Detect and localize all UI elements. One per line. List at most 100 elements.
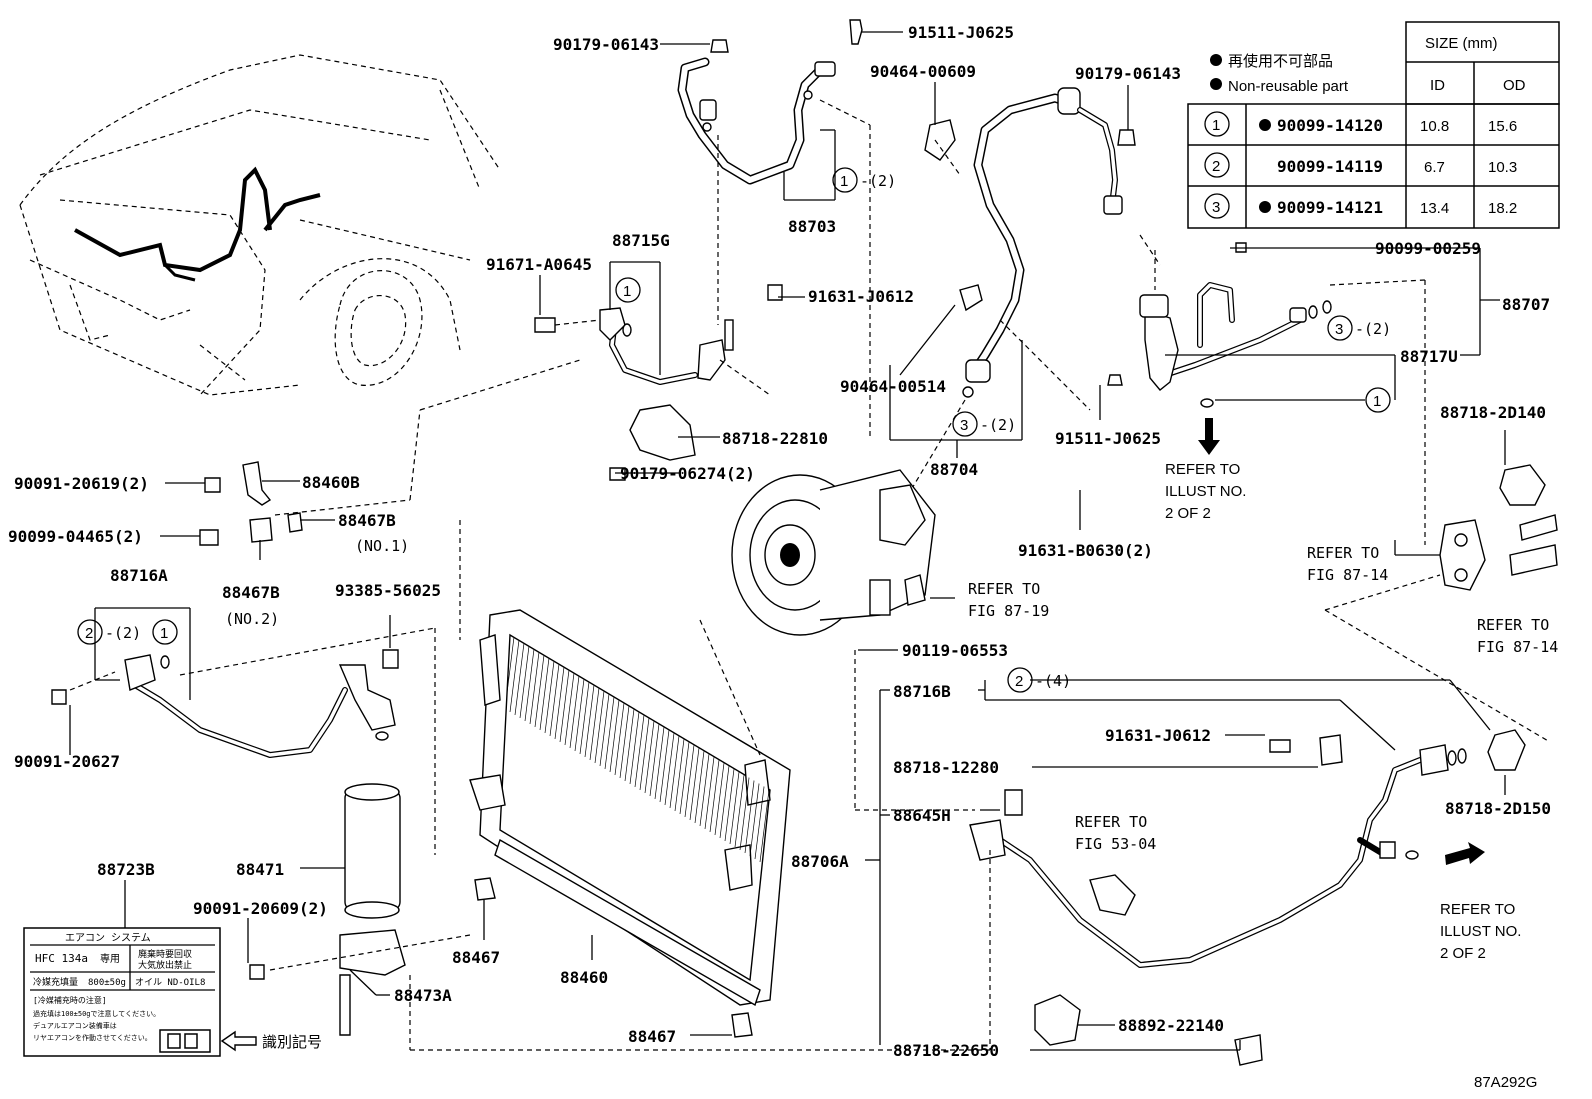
ref-illust-b-1: REFER TO bbox=[1440, 901, 1515, 918]
nonreusable-dot-icon bbox=[1210, 54, 1222, 66]
label-88467b-1-note: (NO.1) bbox=[355, 537, 409, 555]
label-88467b-2: 88467B bbox=[222, 583, 280, 602]
ref-fig-87-14-b-1: REFER TO bbox=[1477, 616, 1549, 634]
condenser-fin-line bbox=[684, 736, 696, 818]
condenser-fin-line bbox=[714, 754, 726, 836]
label-91631-j0612-a: 91631-J0612 bbox=[808, 287, 914, 306]
legend-od-3: 18.2 bbox=[1488, 200, 1517, 217]
legend-od-2: 10.3 bbox=[1488, 159, 1517, 176]
label-88718-2d150: 88718-2D150 bbox=[1445, 799, 1551, 818]
label-88715g: 88715G bbox=[612, 231, 670, 250]
condenser-fin-line bbox=[634, 706, 646, 788]
condenser-fin-line bbox=[724, 760, 736, 842]
condenser-fin-line bbox=[739, 769, 751, 851]
label-88467-b: 88467 bbox=[628, 1027, 676, 1046]
condenser-fin-line bbox=[734, 766, 746, 848]
legend-num-3: 3 bbox=[1212, 199, 1220, 216]
condenser-fin-line bbox=[514, 635, 526, 716]
condenser-fin-line bbox=[664, 724, 676, 806]
svg-text:1: 1 bbox=[840, 173, 848, 190]
legend-num-1: 1 bbox=[1212, 117, 1220, 134]
condenser-fin-line bbox=[729, 763, 741, 845]
label-88460: 88460 bbox=[560, 968, 608, 987]
condenser-fin-line bbox=[569, 667, 581, 749]
condenser-fin-line bbox=[759, 781, 770, 863]
condenser-fin-line bbox=[539, 649, 551, 731]
condenser-fin-line bbox=[654, 718, 666, 800]
condenser-fin-line bbox=[629, 703, 641, 785]
label-charge-value: 800±50g bbox=[88, 978, 126, 988]
svg-text:1: 1 bbox=[160, 625, 168, 642]
col-id: ID bbox=[1430, 77, 1445, 94]
condenser-fin-line bbox=[669, 727, 681, 809]
pipe-88706a bbox=[409, 650, 1526, 1066]
part-labels: 90179-06143 91511-J0625 90464-00609 9017… bbox=[8, 23, 1551, 1091]
label-note1: 過充填は100±50gで注意してください。 bbox=[33, 1009, 160, 1018]
condenser-fin-line bbox=[694, 742, 706, 824]
label-88716a: 88716A bbox=[110, 566, 168, 585]
label-90464-00609: 90464-00609 bbox=[870, 62, 976, 81]
hose-88707 bbox=[1107, 234, 1426, 545]
legend-num-2: 2 bbox=[1212, 158, 1220, 175]
col-od: OD bbox=[1503, 77, 1526, 94]
label-88645h: 88645H bbox=[893, 806, 951, 825]
condenser-fin-line bbox=[639, 709, 651, 791]
ref-illust-b-3: 2 OF 2 bbox=[1440, 945, 1486, 962]
label-88703: 88703 bbox=[788, 217, 836, 236]
condenser-fin-line bbox=[594, 682, 606, 764]
label-91631-j0612-b: 91631-J0612 bbox=[1105, 726, 1211, 745]
right-fittings bbox=[1324, 464, 1558, 743]
arrow-left-icon bbox=[220, 1030, 257, 1052]
pipe-88715g bbox=[534, 284, 783, 481]
svg-text:1: 1 bbox=[623, 283, 631, 300]
qty-88707: -(2) bbox=[1355, 320, 1391, 338]
label-note2: デュアルエアコン装備車は bbox=[33, 1021, 117, 1030]
label-88718-12280: 88718-12280 bbox=[893, 758, 999, 777]
label-91511-j0625-a: 91511-J0625 bbox=[908, 23, 1014, 42]
ref-fig-87-14-a-2: FIG 87-14 bbox=[1307, 566, 1388, 584]
condenser-fin-line bbox=[609, 691, 621, 773]
compressor bbox=[731, 469, 936, 636]
condenser-fin-line bbox=[749, 775, 761, 857]
nonreusable-dot-icon bbox=[1259, 201, 1271, 213]
label-90099-04465: 90099-04465(2) bbox=[8, 527, 143, 546]
label-note3: リヤエアコンを作動させてください。 bbox=[33, 1033, 152, 1042]
condenser-fin-line bbox=[754, 778, 766, 860]
condenser-fin-line bbox=[604, 688, 616, 770]
ref-fig-53-04-2: FIG 53-04 bbox=[1075, 835, 1156, 853]
condenser-fin-line bbox=[689, 739, 701, 821]
condenser-fin-line bbox=[544, 652, 556, 734]
qty-88716a: -(2) bbox=[105, 624, 141, 642]
label-88718-2d140: 88718-2D140 bbox=[1440, 403, 1546, 422]
condenser-fin-line bbox=[524, 640, 536, 722]
leader-lines bbox=[69, 31, 1506, 1051]
condenser-fin-line bbox=[624, 700, 636, 782]
condenser-fin-line bbox=[599, 685, 611, 767]
receiver-88471 bbox=[249, 783, 471, 1036]
rubber-mounts-88467 bbox=[474, 877, 753, 1038]
condenser-fin-line bbox=[614, 694, 626, 776]
label-oil: オイル ND-OIL bbox=[135, 977, 200, 988]
label-88471: 88471 bbox=[236, 860, 284, 879]
condenser-fin-line bbox=[649, 715, 661, 797]
condenser-fin-line bbox=[704, 748, 716, 830]
label-88716b: 88716B bbox=[893, 682, 951, 701]
ref-fig-87-14-a-1: REFER TO bbox=[1307, 544, 1379, 562]
circle-callouts: 1 -(2) 1 3 -(2) 3 -(2) 1 2 -(2) 1 2 -(4) bbox=[77, 167, 1391, 693]
label-id-mark: 識別記号 bbox=[262, 1034, 322, 1051]
label-88723b: 88723B bbox=[97, 860, 155, 879]
reference-notes: REFER TO ILLUST NO. 2 OF 2 REFER TO FIG … bbox=[968, 461, 1558, 962]
ref-fig-87-14-b-2: FIG 87-14 bbox=[1477, 638, 1558, 656]
legend-id-1: 10.8 bbox=[1420, 118, 1449, 135]
condenser-fin-line bbox=[674, 730, 686, 812]
label-90119-06553: 90119-06553 bbox=[902, 641, 1008, 660]
circle-num-2 bbox=[1204, 152, 1230, 178]
condenser-fin-line bbox=[679, 733, 691, 815]
label-90179-06143-b: 90179-06143 bbox=[1075, 64, 1181, 83]
condenser-fin-line bbox=[659, 721, 671, 803]
circle-num-3 bbox=[1204, 193, 1230, 219]
condenser-fin-line bbox=[589, 679, 601, 761]
label-88706a: 88706A bbox=[791, 852, 849, 871]
diagram-code: 87A292G bbox=[1474, 1074, 1537, 1091]
